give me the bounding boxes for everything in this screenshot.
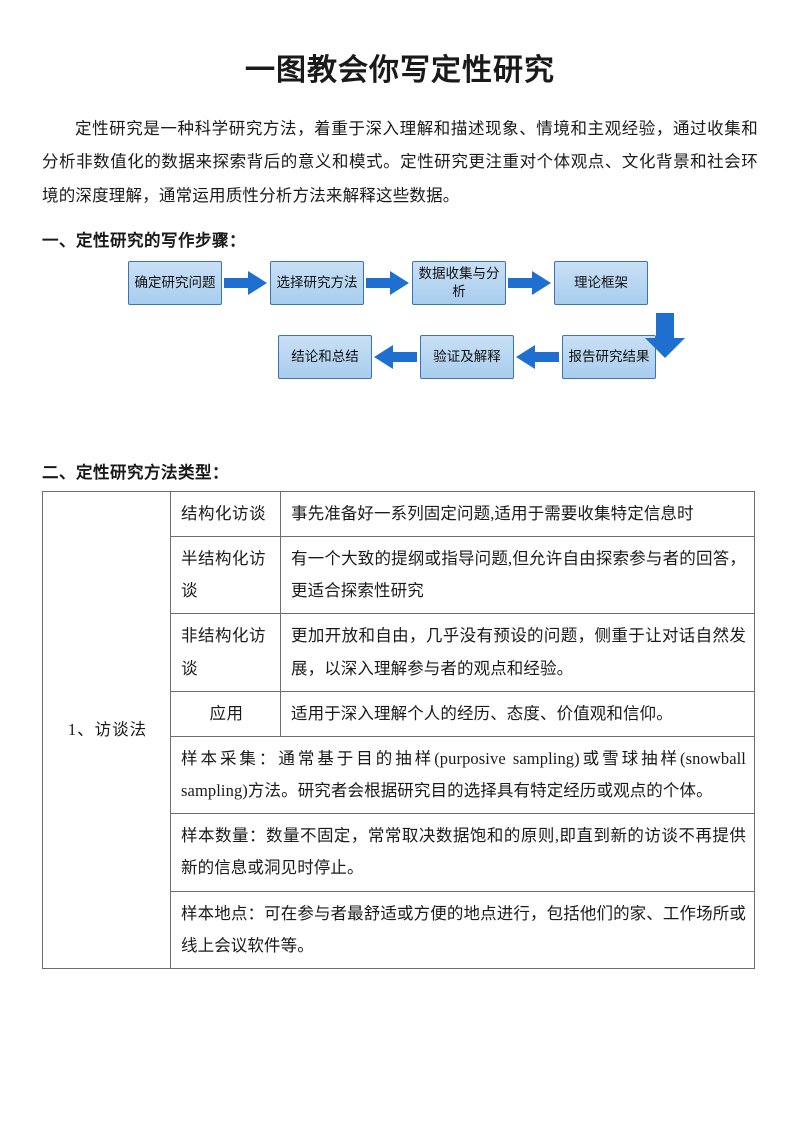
- cell-method-category: 1、访谈法: [42, 490, 171, 970]
- table-row: 样本采集：通常基于目的抽样(purposive sampling)或雪球抽样(s…: [43, 735, 755, 815]
- flow-box-report-results[interactable]: 报告研究结果: [562, 335, 656, 380]
- flow-box-choose-method[interactable]: 选择研究方法: [270, 261, 364, 306]
- arrow-right-icon: [364, 270, 412, 296]
- arrow-right-icon: [506, 270, 554, 296]
- section-heading-two: 二、定性研究方法类型：: [42, 462, 229, 482]
- table-row: 半结构化访谈 有一个大致的提纲或指导问题,但允许自由探索参与者的回答，更适合探索…: [43, 536, 755, 615]
- cell-subtype-unstructured: 非结构化访谈: [170, 613, 281, 692]
- cell-detail-sampling: 样本采集：通常基于目的抽样(purposive sampling)或雪球抽样(s…: [170, 735, 755, 815]
- arrow-down-icon: [644, 312, 686, 359]
- cell-subtype-structured: 结构化访谈: [170, 490, 281, 538]
- page-title: 一图教会你写定性研究: [245, 54, 555, 87]
- cell-desc-unstructured: 更加开放和自由，几乎没有预设的问题，侧重于让对话自然发展，以深入理解参与者的观点…: [280, 613, 755, 692]
- arrow-right-icon: [222, 270, 270, 296]
- cell-detail-sample-location: 样本地点：可在参与者最舒适或方便的地点进行，包括他们的家、工作场所或线上会议软件…: [170, 890, 755, 970]
- cell-desc-semi-structured: 有一个大致的提纲或指导问题,但允许自由探索参与者的回答，更适合探索性研究: [280, 536, 755, 615]
- flow-box-theoretical-framework[interactable]: 理论框架: [554, 261, 648, 306]
- table-row: 样本地点：可在参与者最舒适或方便的地点进行，包括他们的家、工作场所或线上会议软件…: [43, 890, 755, 970]
- table-row: 样本数量：数量不固定，常常取决数据饱和的原则,即直到新的访谈不再提供新的信息或洞…: [43, 813, 755, 892]
- flow-box-data-collection-analysis[interactable]: 数据收集与分析: [412, 260, 506, 306]
- flowchart-row-two: 结论和总结 验证及解释 报告研究结果: [42, 335, 758, 380]
- cell-subtype-semi-structured: 半结构化访谈: [170, 536, 281, 615]
- research-steps-flowchart: 确定研究问题 选择研究方法 数据收集与分析 理论框架: [42, 260, 758, 441]
- flowchart-row-one: 确定研究问题 选择研究方法 数据收集与分析 理论框架: [42, 260, 758, 306]
- flow-box-verification-interpretation[interactable]: 验证及解释: [420, 335, 514, 380]
- table-row: 1、访谈法 结构化访谈 事先准备好一系列固定问题,适用于需要收集特定信息时: [42, 490, 755, 970]
- flow-box-conclusion-summary[interactable]: 结论和总结: [278, 335, 372, 380]
- cell-subtype-application: 应用: [170, 690, 281, 737]
- arrow-left-icon: [372, 344, 420, 370]
- qualitative-methods-table: 1、访谈法 结构化访谈 事先准备好一系列固定问题,适用于需要收集特定信息时 半结…: [42, 490, 755, 970]
- section-heading-one: 一、定性研究的写作步骤：: [42, 230, 246, 250]
- arrow-left-icon: [514, 344, 562, 370]
- cell-desc-structured: 事先准备好一系列固定问题,适用于需要收集特定信息时: [280, 490, 755, 538]
- intro-paragraph: 定性研究是一种科学研究方法，着重于深入理解和描述现象、情境和主观经验，通过收集和…: [42, 118, 758, 206]
- flow-box-define-question[interactable]: 确定研究问题: [128, 261, 222, 306]
- table-row: 应用 适用于深入理解个人的经历、态度、价值观和信仰。: [43, 690, 755, 737]
- table-row: 非结构化访谈 更加开放和自由，几乎没有预设的问题，侧重于让对话自然发展，以深入理…: [43, 613, 755, 692]
- cell-detail-sample-size: 样本数量：数量不固定，常常取决数据饱和的原则,即直到新的访谈不再提供新的信息或洞…: [170, 813, 755, 892]
- cell-desc-application: 适用于深入理解个人的经历、态度、价值观和信仰。: [280, 690, 755, 737]
